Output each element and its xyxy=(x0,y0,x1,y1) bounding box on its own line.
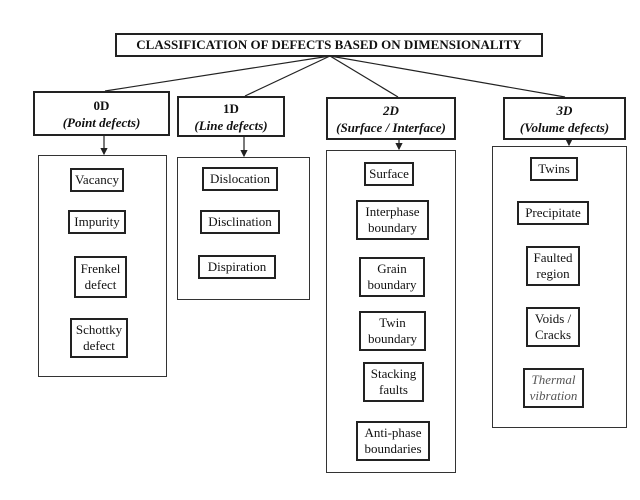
category-2d: 2D(Surface / Interface) xyxy=(326,97,456,140)
category-0d: 0D(Point defects) xyxy=(33,91,170,136)
item-thermal-vibration: Thermal vibration xyxy=(523,368,584,408)
connector-1d xyxy=(244,55,331,97)
connector-0d xyxy=(104,55,331,92)
item-frenkel-defect: Frenkel defect xyxy=(74,256,127,298)
category-label: 2D xyxy=(383,102,399,118)
category-sub: (Point defects) xyxy=(62,114,141,130)
item-voids-cracks: Voids / Cracks xyxy=(526,307,580,347)
title: CLASSIFICATION OF DEFECTS BASED ON DIMEN… xyxy=(136,37,522,52)
item-precipitate: Precipitate xyxy=(517,201,589,225)
category-sub: (Surface / Interface) xyxy=(336,119,446,135)
item-faulted-region: Faulted region xyxy=(526,246,580,286)
title-box: CLASSIFICATION OF DEFECTS BASED ON DIMEN… xyxy=(115,33,543,57)
category-sub: (Volume defects) xyxy=(519,119,610,135)
item-dispiration: Dispiration xyxy=(198,255,276,279)
category-sub: (Line defects) xyxy=(194,117,268,133)
item-grain-boundary: Grain boundary xyxy=(359,257,425,297)
category-label: 1D xyxy=(223,100,239,116)
item-anti-phase-boundaries: Anti-phase boundaries xyxy=(356,421,430,461)
item-vacancy: Vacancy xyxy=(70,168,124,192)
item-dislocation: Dislocation xyxy=(202,167,278,191)
category-3d: 3D(Volume defects) xyxy=(503,97,626,140)
item-interphase-boundary: Interphase boundary xyxy=(356,200,429,240)
connector-2d xyxy=(329,55,399,98)
category-label: 3D xyxy=(556,102,573,118)
category-label: 0D xyxy=(93,97,110,113)
category-1d: 1D(Line defects) xyxy=(177,96,285,137)
connector-3d xyxy=(329,55,566,98)
item-disclination: Disclination xyxy=(200,210,280,234)
item-schottky-defect: Schottky defect xyxy=(70,318,128,358)
item-twin-boundary: Twin boundary xyxy=(359,311,426,351)
item-impurity: Impurity xyxy=(68,210,126,234)
item-stacking-faults: Stacking faults xyxy=(363,362,424,402)
item-surface: Surface xyxy=(364,162,414,186)
item-twins: Twins xyxy=(530,157,578,181)
